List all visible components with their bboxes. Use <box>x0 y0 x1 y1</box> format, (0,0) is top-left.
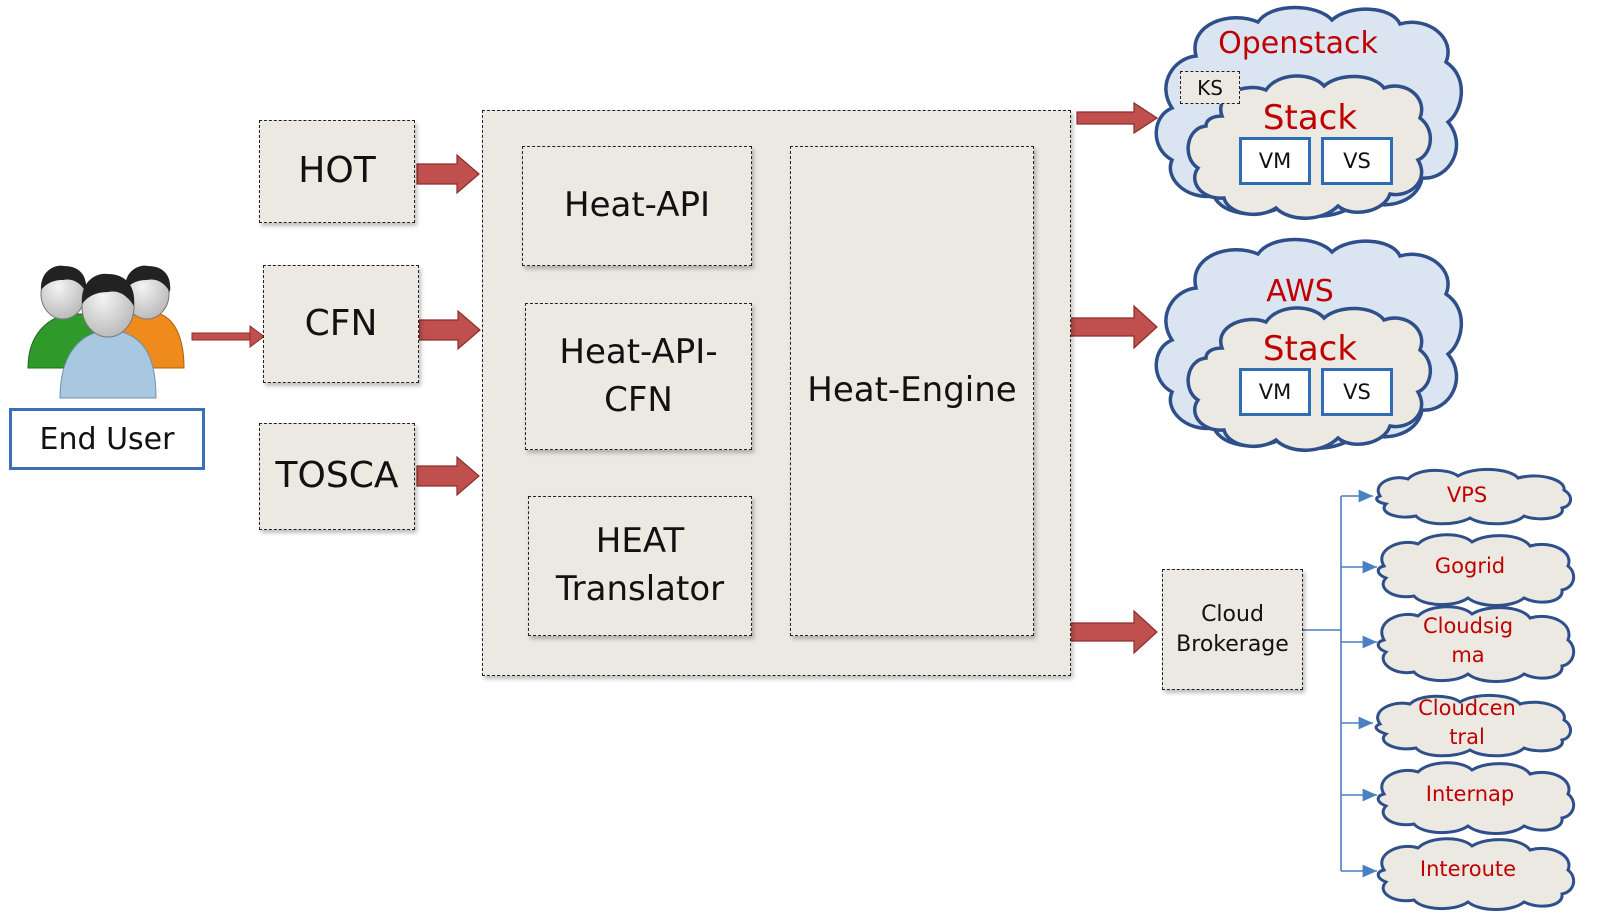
heat-api-label: Heat-API <box>564 185 710 226</box>
provider-label-vps: VPS <box>1446 483 1488 507</box>
aws-title: AWS <box>1266 274 1334 309</box>
arrow-heat-to-openstack <box>1076 101 1159 135</box>
tosca-label: TOSCA <box>275 455 399 497</box>
hot-template-box: HOT <box>259 120 415 223</box>
aws-vm-box: VM <box>1239 368 1311 416</box>
keystone-box: KS <box>1180 71 1240 104</box>
brokerage-connectors <box>1303 489 1377 878</box>
provider-label-cloudsigma: Cloudsig ma <box>1422 614 1514 667</box>
arrow-user-to-cfn <box>191 325 265 348</box>
provider-cloud-internap <box>1376 761 1576 835</box>
arrow-tosca-to-heat <box>416 455 480 497</box>
provider-label-interoute: Interoute <box>1419 857 1517 881</box>
provider-clouds <box>1374 467 1576 911</box>
provider-cloud-gogrid <box>1376 533 1576 607</box>
provider-label-cloudcentral: Cloudcen tral <box>1418 696 1516 749</box>
aws-vs-box: VS <box>1321 368 1393 416</box>
cloud-brokerage-label: Cloud Brokerage <box>1176 601 1289 657</box>
arrow-heat-to-brokerage <box>1069 609 1158 655</box>
openstack-vs-label: VS <box>1343 149 1371 173</box>
end-user-label-box: End User <box>9 408 205 470</box>
heat-translator-label: HEAT Translator <box>555 521 725 609</box>
heat-api-box: Heat-API <box>522 146 752 266</box>
group-of-users-icon <box>27 265 185 399</box>
hot-label: HOT <box>298 150 376 192</box>
provider-cloud-vps <box>1375 467 1572 526</box>
provider-cloud-cloudsigma <box>1376 605 1576 683</box>
heat-api-cfn-box: Heat-API- CFN <box>525 303 752 450</box>
provider-label-gogrid: Gogrid <box>1434 554 1506 578</box>
openstack-vs-box: VS <box>1321 137 1393 185</box>
aws-stack-title: Stack <box>1262 329 1358 369</box>
end-user-label: End User <box>39 421 175 457</box>
provider-cloud-cloudcentral <box>1374 693 1572 758</box>
tosca-template-box: TOSCA <box>259 423 415 530</box>
openstack-stack-title: Stack <box>1262 98 1358 138</box>
heat-engine-label: Heat-Engine <box>807 370 1017 411</box>
arrow-cfn-to-heat <box>418 309 481 351</box>
arrow-heat-to-aws <box>1069 304 1158 350</box>
provider-label-internap: Internap <box>1425 782 1515 806</box>
heat-translator-box: HEAT Translator <box>528 496 752 636</box>
arrow-hot-to-heat <box>416 153 480 195</box>
heat-engine-box: Heat-Engine <box>790 146 1034 636</box>
cloud-brokerage-box: Cloud Brokerage <box>1162 569 1303 690</box>
openstack-vm-box: VM <box>1239 137 1311 185</box>
keystone-label: KS <box>1197 75 1223 100</box>
openstack-vm-label: VM <box>1258 149 1292 173</box>
cfn-label: CFN <box>304 302 378 344</box>
openstack-title: Openstack <box>1218 26 1378 61</box>
cfn-template-box: CFN <box>263 265 419 383</box>
provider-cloud-interoute <box>1376 837 1576 911</box>
aws-vm-label: VM <box>1258 380 1292 404</box>
heat-api-cfn-label: Heat-API- CFN <box>559 331 718 420</box>
aws-vs-label: VS <box>1343 380 1371 404</box>
